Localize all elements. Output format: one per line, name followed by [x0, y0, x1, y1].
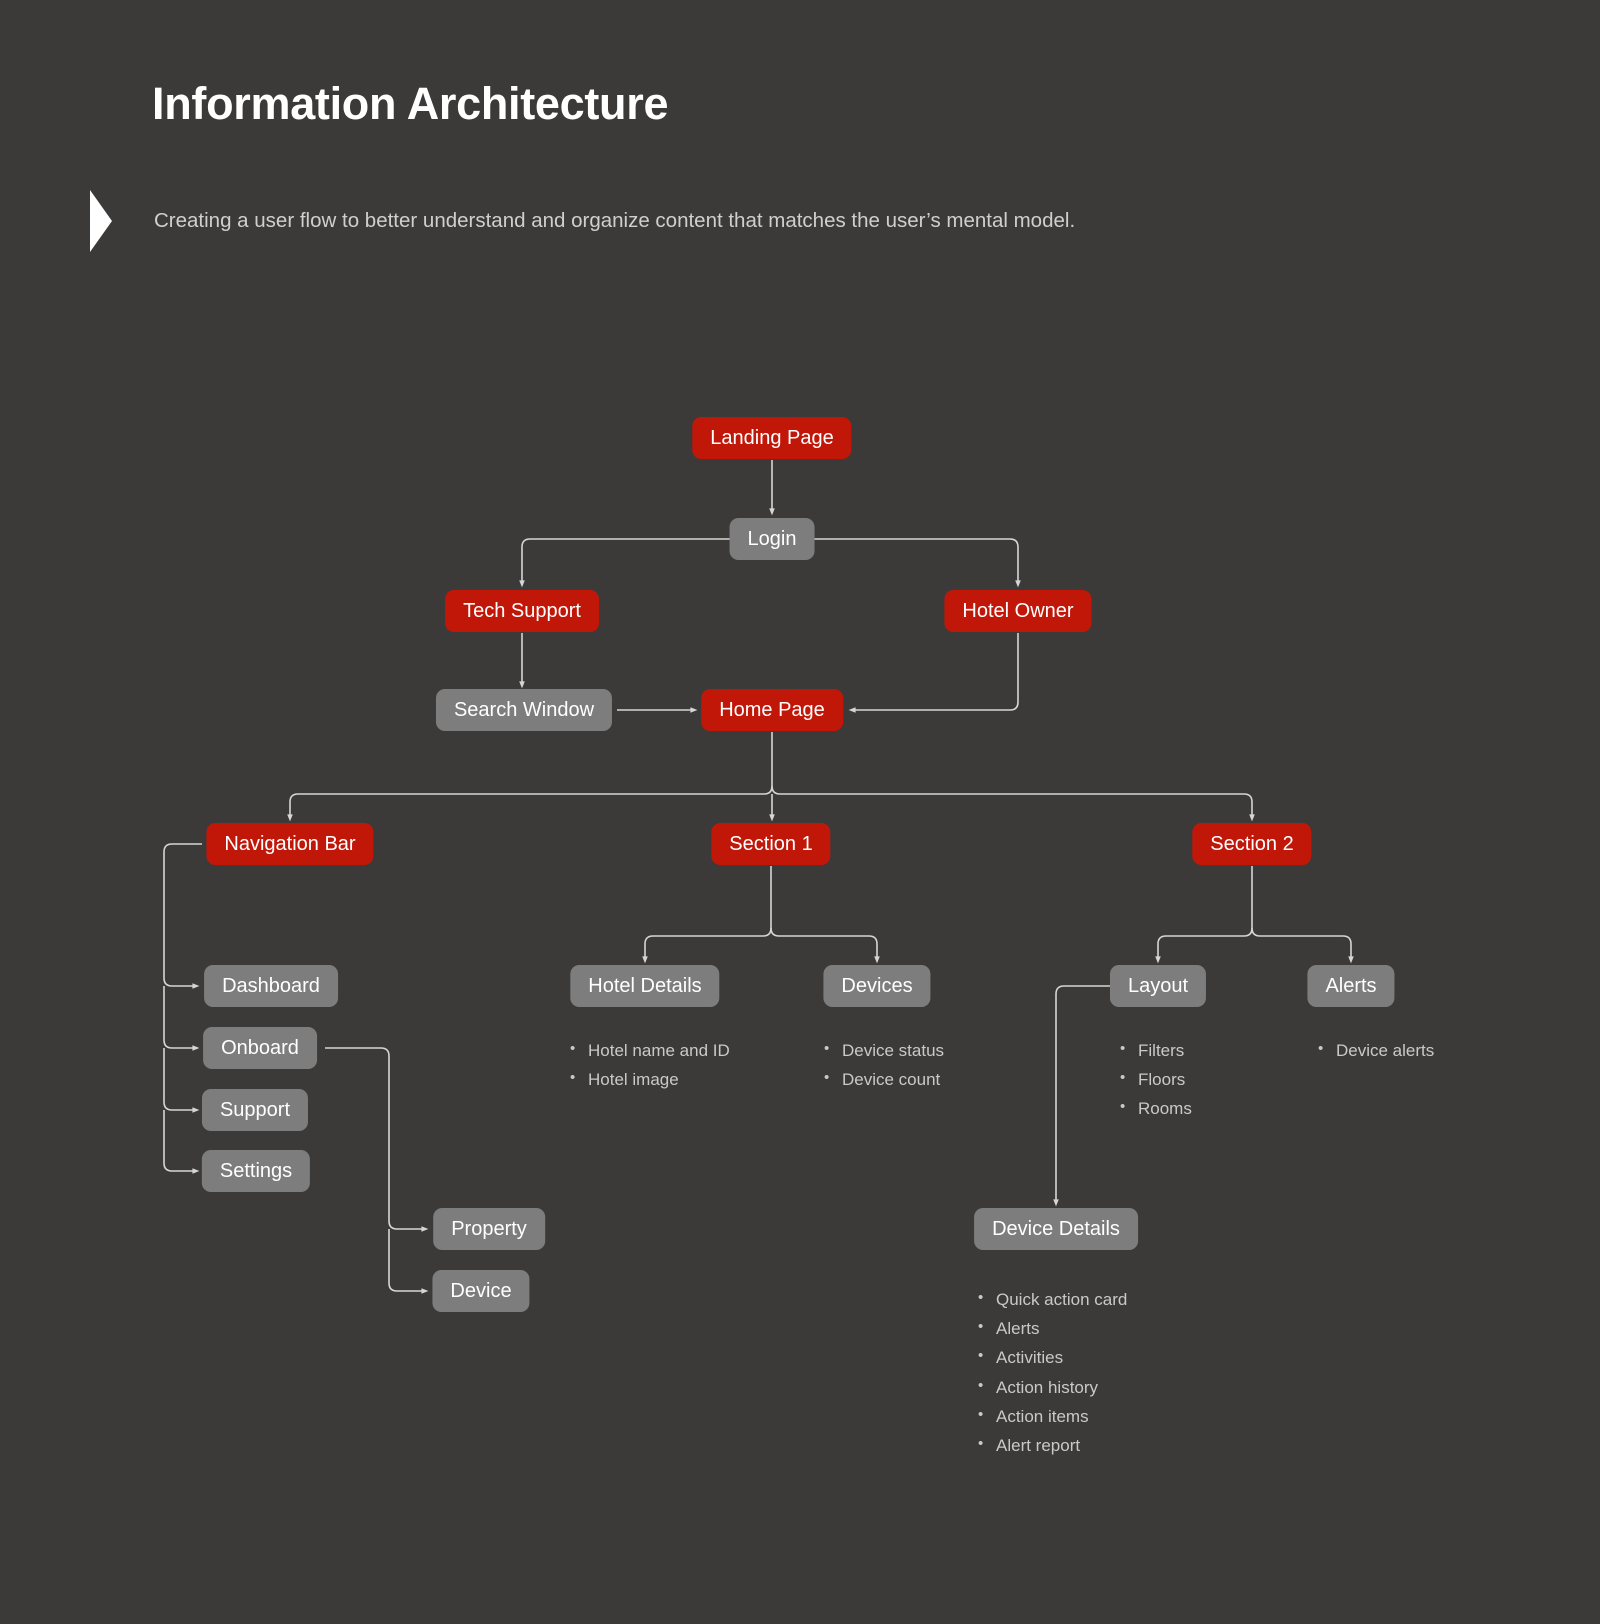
node-login[interactable]: Login: [729, 518, 815, 560]
node-settings[interactable]: Settings: [201, 1150, 311, 1192]
node-section-1[interactable]: Section 1: [711, 823, 831, 865]
layout-bullets: Filters Floors Rooms: [1120, 1036, 1192, 1124]
node-onboard[interactable]: Onboard: [203, 1027, 317, 1069]
node-layout[interactable]: Layout: [1109, 965, 1207, 1007]
page-title: Information Architecture: [152, 78, 669, 129]
list-item: Device status: [824, 1036, 944, 1065]
node-hotel-details[interactable]: Hotel Details: [570, 965, 720, 1007]
hotel-details-bullets: Hotel name and ID Hotel image: [570, 1036, 730, 1094]
node-device-details[interactable]: Device Details: [974, 1208, 1138, 1250]
alerts-bullets: Device alerts: [1318, 1036, 1434, 1065]
node-support[interactable]: Support: [201, 1089, 309, 1131]
node-property[interactable]: Property: [433, 1208, 545, 1250]
node-tech-support[interactable]: Tech Support: [445, 590, 599, 632]
list-item: Action history: [978, 1373, 1127, 1402]
list-item: Hotel image: [570, 1065, 730, 1094]
list-item: Device count: [824, 1065, 944, 1094]
node-devices[interactable]: Devices: [823, 965, 931, 1007]
list-item: Filters: [1120, 1036, 1192, 1065]
subtitle-row: Creating a user flow to better understan…: [90, 190, 1075, 252]
node-search-window[interactable]: Search Window: [435, 689, 613, 731]
list-item: Hotel name and ID: [570, 1036, 730, 1065]
devices-bullets: Device status Device count: [824, 1036, 944, 1094]
list-item: Rooms: [1120, 1094, 1192, 1123]
list-item: Alerts: [978, 1314, 1127, 1343]
device-details-bullets: Quick action card Alerts Activities Acti…: [978, 1285, 1127, 1460]
node-device[interactable]: Device: [432, 1270, 530, 1312]
node-alerts[interactable]: Alerts: [1307, 965, 1395, 1007]
page-subtitle: Creating a user flow to better understan…: [154, 208, 1076, 232]
list-item: Activities: [978, 1343, 1127, 1372]
list-item: Action items: [978, 1402, 1127, 1431]
node-section-2[interactable]: Section 2: [1192, 823, 1312, 865]
node-landing-page[interactable]: Landing Page: [692, 417, 852, 459]
play-triangle-icon: [90, 190, 112, 252]
list-item: Quick action card: [978, 1285, 1127, 1314]
node-hotel-owner[interactable]: Hotel Owner: [944, 590, 1092, 632]
list-item: Alert report: [978, 1431, 1127, 1460]
node-home-page[interactable]: Home Page: [701, 689, 843, 731]
node-navigation-bar[interactable]: Navigation Bar: [206, 823, 374, 865]
list-item: Floors: [1120, 1065, 1192, 1094]
list-item: Device alerts: [1318, 1036, 1434, 1065]
node-dashboard[interactable]: Dashboard: [204, 965, 338, 1007]
